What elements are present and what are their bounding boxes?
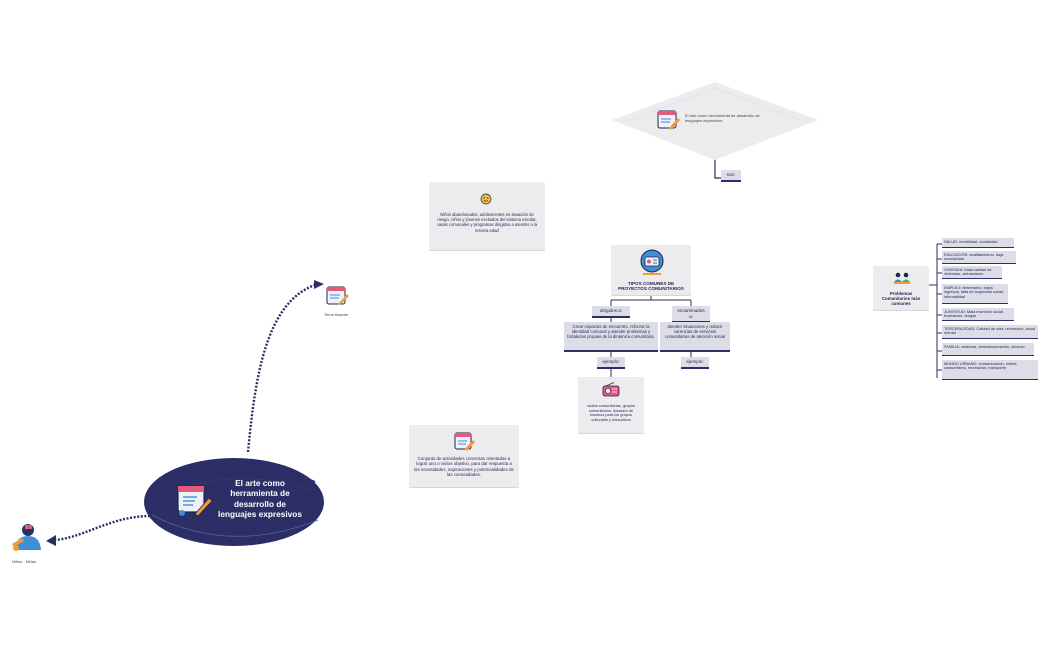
calendar-icon — [326, 286, 349, 305]
connector-tree-top — [610, 294, 692, 306]
smiley-icon — [480, 193, 492, 205]
son-label[interactable]: son: — [721, 170, 741, 182]
connector-to-ninos — [51, 514, 151, 542]
radio-presenter-icon — [640, 249, 664, 275]
calendar-brush-icon — [177, 485, 213, 517]
crear-espacios-node[interactable]: Crear espacios de encuentro, reforzar la… — [564, 322, 658, 352]
central-topic-shape[interactable] — [140, 450, 330, 550]
beneficiaries-card[interactable] — [429, 182, 545, 250]
diamond-topic-shape[interactable] — [610, 80, 820, 162]
problem-item[interactable]: FAMILIA: violencia, desestructuración, d… — [942, 343, 1034, 356]
problem-item[interactable]: EMPLEO: desempleo, bajos ingresos, falta… — [942, 284, 1008, 304]
problems-title: Problemas Comunitarios más comunes — [881, 291, 921, 307]
calendar-icon-diamond — [657, 110, 680, 130]
people-meeting-icon — [894, 272, 910, 284]
connector-problems — [928, 243, 942, 378]
ninos-label[interactable]: Niños - Niñas — [11, 559, 36, 564]
diamond-topic-text[interactable]: El arte como herramienta de desarrollo d… — [685, 113, 760, 123]
tema-flotante-label[interactable]: Tema flotante — [323, 312, 348, 317]
dirigidos-label[interactable]: dirigidos a: — [592, 306, 630, 318]
problem-item[interactable]: EDUCACIÓN: analfabetismo, baja escolarid… — [942, 251, 1016, 264]
problem-item[interactable]: MUNDO URBANO: contaminación, estrés, con… — [942, 360, 1038, 380]
encaminados-label[interactable]: encaminados a: — [672, 306, 710, 323]
tipos-comunes-title: TIPOS COMUNES DE PROYECTOS COMUNITARIOS — [618, 281, 684, 292]
problem-item[interactable]: JUVENTUD: Mala inserción social, frustra… — [942, 308, 1014, 321]
radio-icon — [602, 382, 620, 397]
radios-text: radios comunitarias, grupos comunitarios… — [587, 403, 635, 422]
definition-text: Conjunto de actividades concretas orient… — [414, 456, 514, 477]
ejemplo-label-1[interactable]: ejemplo: — [597, 357, 625, 369]
calendar-icon-definition — [454, 432, 475, 451]
beneficiaries-text: Niños abandonados, adolescentes en situa… — [436, 212, 538, 233]
problem-item[interactable]: SALUD: morbilidad, mortalidad — [942, 238, 1014, 248]
arrowhead-ninos — [46, 535, 56, 546]
problem-item[interactable]: VIVIENDA: Mala calidad de viviendas, aci… — [942, 266, 1002, 279]
ejemplo-label-2[interactable]: ejemplo: — [681, 357, 709, 369]
connector-to-tema — [246, 282, 319, 453]
problems-card[interactable] — [873, 266, 929, 310]
child-painting-icon — [12, 524, 41, 551]
arrowhead-tema — [314, 280, 324, 289]
problem-item[interactable]: TERCERA EDAD: Calidad de vida, recreació… — [942, 325, 1038, 339]
central-topic-title[interactable]: El arte como herramienta de desarrollo d… — [218, 478, 302, 519]
atender-situaciones-node[interactable]: atender situaciones y reducir carencias … — [660, 322, 730, 352]
